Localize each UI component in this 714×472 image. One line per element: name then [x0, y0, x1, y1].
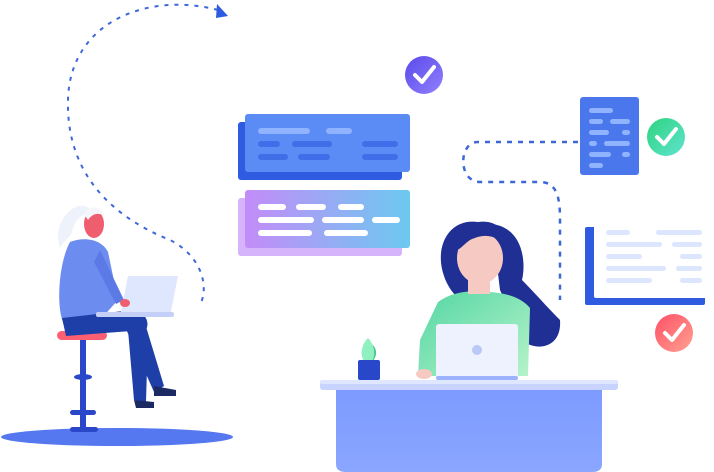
check-badge-icon — [405, 56, 443, 94]
list-card — [585, 224, 708, 305]
arrow-head-icon — [216, 4, 228, 18]
check-badge-icon — [655, 314, 693, 352]
floor-shadow — [1, 428, 233, 446]
desk — [320, 376, 618, 472]
person-at-desk — [416, 221, 561, 379]
message-card-gradient — [238, 190, 410, 256]
message-card-blue — [238, 114, 410, 180]
dashed-flow-path-right — [462, 140, 578, 300]
person-on-stool — [57, 205, 178, 432]
check-badge-icon — [647, 118, 685, 156]
document-icon — [580, 97, 639, 175]
potted-plant — [358, 338, 380, 380]
